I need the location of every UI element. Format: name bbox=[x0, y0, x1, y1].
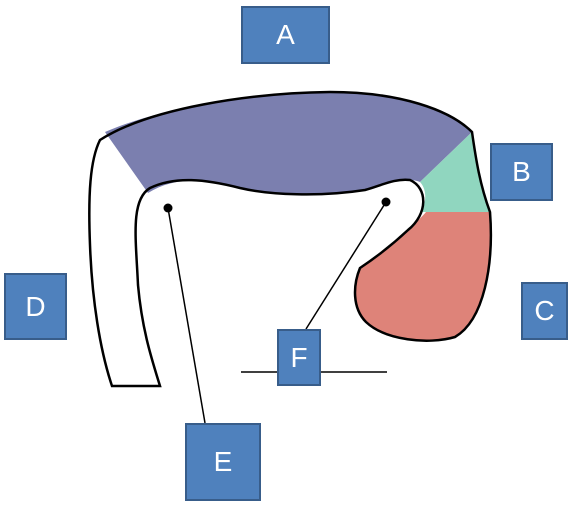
region-c bbox=[355, 212, 491, 341]
pointer-line-e bbox=[167, 207, 206, 424]
label-f: F bbox=[277, 329, 321, 386]
region-b bbox=[420, 132, 490, 212]
label-d: D bbox=[4, 273, 67, 340]
pointer-line-f bbox=[305, 201, 387, 330]
pointer-dot-f bbox=[381, 197, 391, 207]
organ-outline bbox=[88, 90, 493, 388]
label-a: A bbox=[241, 6, 330, 64]
label-b: B bbox=[490, 143, 553, 201]
label-e: E bbox=[185, 423, 261, 501]
label-c: C bbox=[521, 282, 568, 340]
region-a bbox=[105, 92, 472, 195]
pointer-dot-e bbox=[163, 203, 173, 213]
